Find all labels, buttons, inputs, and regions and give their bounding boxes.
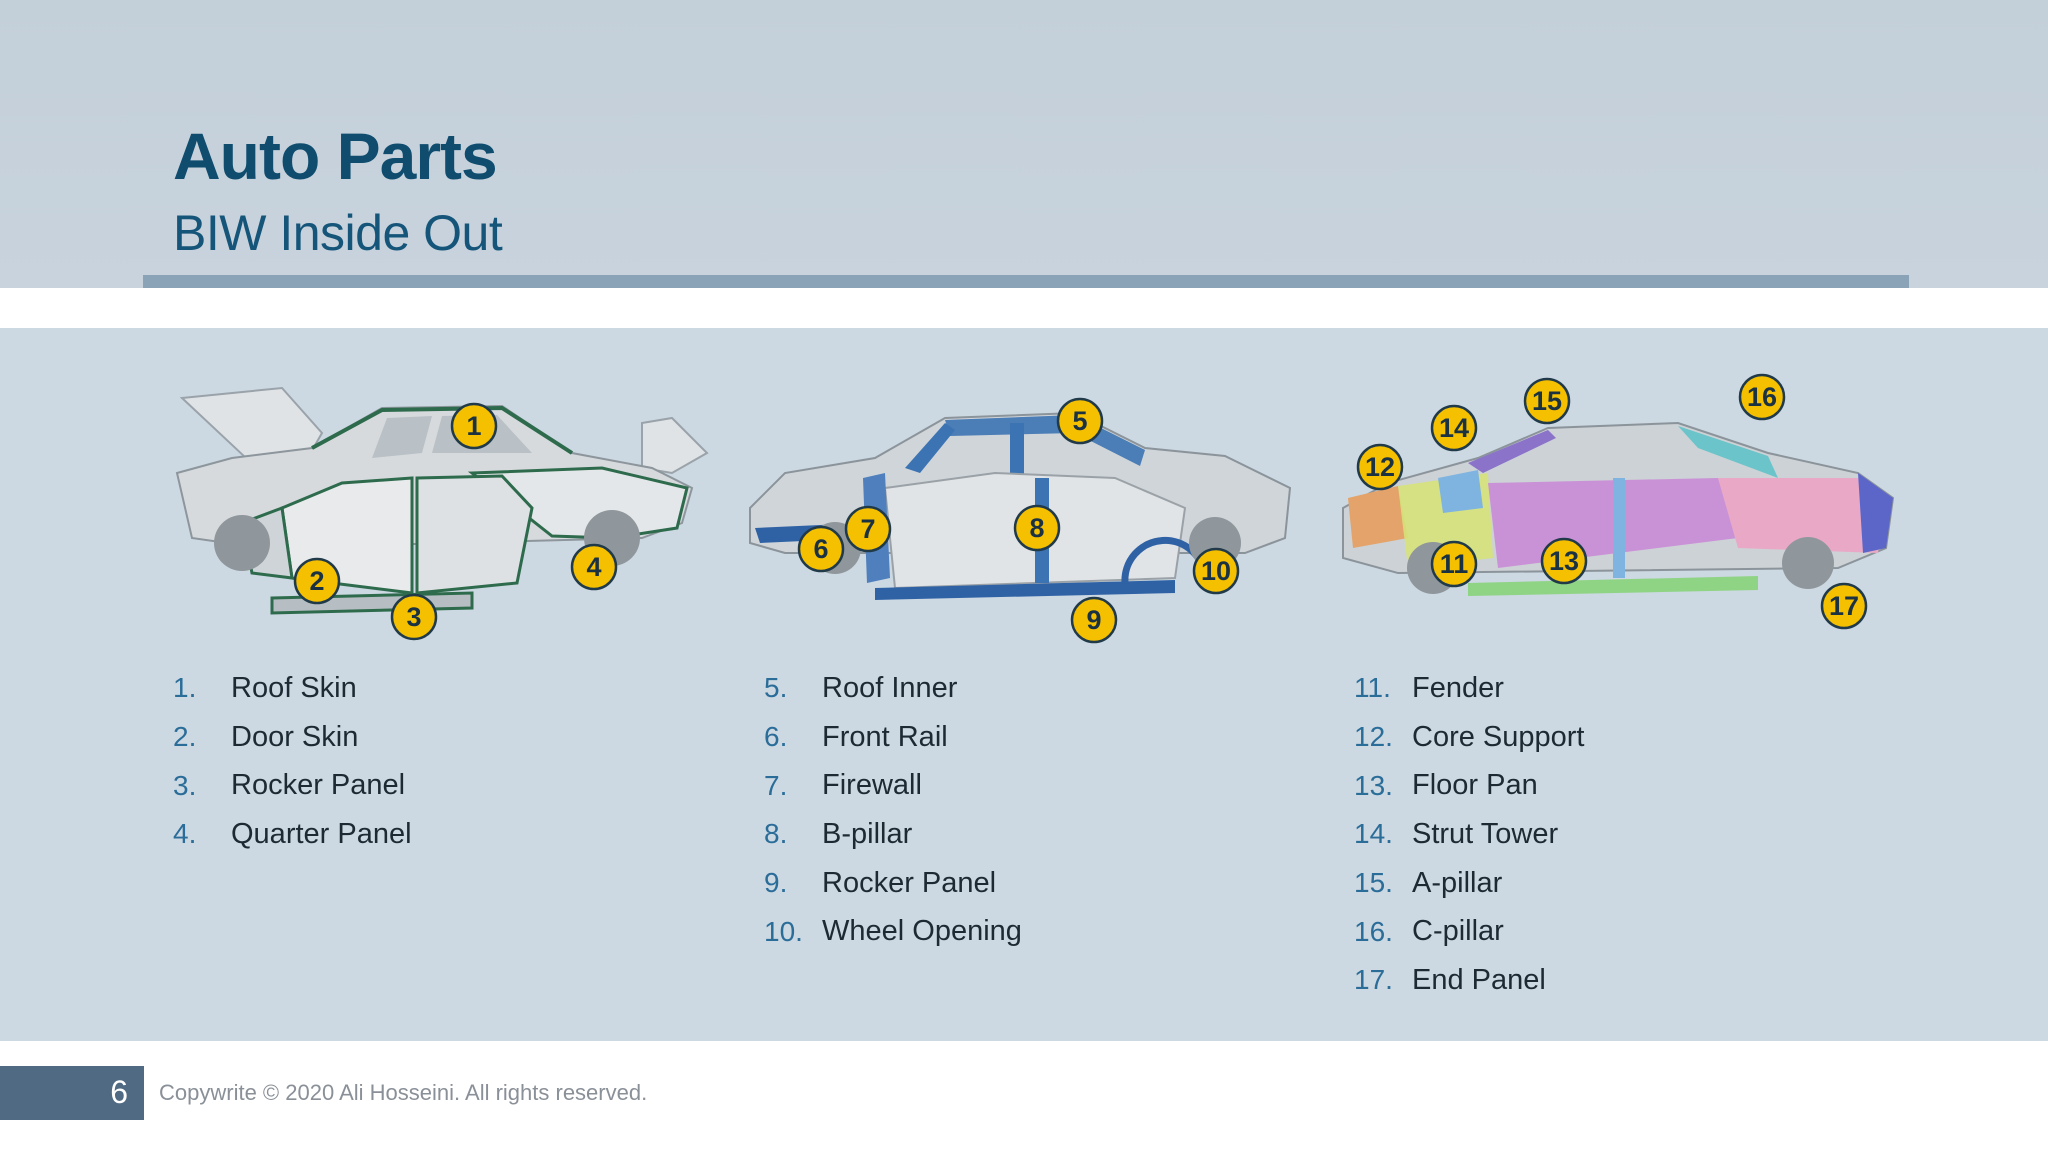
list-item-number: 13. bbox=[1354, 769, 1393, 801]
list-item: 15. A-pillar bbox=[1354, 859, 1585, 908]
list-item: 12. Core Support bbox=[1354, 713, 1585, 762]
list-item: 4. Quarter Panel bbox=[173, 810, 412, 859]
list-item-label: Wheel Opening bbox=[822, 915, 1022, 948]
list-item-label: A-pillar bbox=[1412, 866, 1503, 899]
page-number-box: 6 bbox=[0, 1066, 144, 1120]
car-illustration-biw bbox=[1338, 378, 1898, 648]
list-item-number: 15. bbox=[1354, 867, 1393, 899]
list-item: 8. B-pillar bbox=[764, 810, 1022, 859]
list-item-label: Front Rail bbox=[822, 720, 948, 753]
list-item-number: 2. bbox=[173, 721, 197, 753]
part-list-inner: 5. Roof Inner 6. Front Rail 7. Firewall 8. B-pi… bbox=[764, 664, 1022, 956]
list-item-number: 7. bbox=[764, 769, 788, 801]
list-item-number: 6. bbox=[764, 721, 788, 753]
list-item: 2. Door Skin bbox=[173, 713, 412, 762]
list-item: 7. Firewall bbox=[764, 761, 1022, 810]
car-illustration-skins bbox=[172, 378, 712, 648]
list-item: 3. Rocker Panel bbox=[173, 761, 412, 810]
list-item-label: Roof Inner bbox=[822, 671, 958, 704]
list-item-number: 9. bbox=[764, 867, 788, 899]
part-list-biw: 11. Fender 12. Core Support 13. Floor Pan 14. S… bbox=[1354, 664, 1585, 1005]
list-item-number: 4. bbox=[173, 818, 197, 850]
list-item-label: Fender bbox=[1412, 671, 1504, 704]
list-item-label: Strut Tower bbox=[1412, 817, 1559, 850]
page-subtitle: BIW Inside Out bbox=[173, 205, 503, 261]
part-list-skins: 1. Roof Skin 2. Door Skin 3. Rocker Panel 4. Qu… bbox=[173, 664, 412, 859]
list-item-label: C-pillar bbox=[1412, 915, 1504, 948]
list-item: 11. Fender bbox=[1354, 664, 1585, 713]
list-item: 16. C-pillar bbox=[1354, 907, 1585, 956]
list-item-number: 3. bbox=[173, 769, 197, 801]
list-item-number: 1. bbox=[173, 672, 197, 704]
list-item: 1. Roof Skin bbox=[173, 664, 412, 713]
list-item-label: B-pillar bbox=[822, 817, 913, 850]
list-item: 13. Floor Pan bbox=[1354, 761, 1585, 810]
list-item-number: 16. bbox=[1354, 915, 1393, 947]
car-biw-svg bbox=[1342, 421, 1895, 596]
list-item-number: 11. bbox=[1354, 672, 1391, 704]
car-inner-svg bbox=[749, 411, 1292, 600]
list-item-label: End Panel bbox=[1412, 963, 1546, 996]
list-item-label: Quarter Panel bbox=[231, 817, 412, 850]
list-item-number: 5. bbox=[764, 672, 788, 704]
header-gap bbox=[0, 288, 2048, 328]
list-item: 5. Roof Inner bbox=[764, 664, 1022, 713]
list-item-label: Core Support bbox=[1412, 720, 1585, 753]
car-skins-svg bbox=[175, 386, 709, 615]
list-item-number: 12. bbox=[1354, 721, 1393, 753]
page-number: 6 bbox=[110, 1074, 128, 1110]
list-item: 17. End Panel bbox=[1354, 956, 1585, 1005]
list-item-label: Door Skin bbox=[231, 720, 359, 753]
list-item-number: 8. bbox=[764, 818, 788, 850]
header-rule bbox=[143, 275, 1909, 288]
list-item-number: 17. bbox=[1354, 964, 1393, 996]
list-item-label: Floor Pan bbox=[1412, 769, 1538, 802]
list-item: 6. Front Rail bbox=[764, 713, 1022, 762]
page-title: Auto Parts bbox=[173, 119, 498, 193]
header-band: Auto Parts BIW Inside Out bbox=[0, 0, 2048, 288]
list-item-label: Roof Skin bbox=[231, 671, 357, 704]
list-item: 10. Wheel Opening bbox=[764, 907, 1022, 956]
list-item: 14. Strut Tower bbox=[1354, 810, 1585, 859]
list-item-label: Firewall bbox=[822, 769, 922, 802]
list-item-label: Rocker Panel bbox=[231, 769, 406, 802]
car-illustration-inner bbox=[745, 378, 1305, 648]
copyright-text: Copywrite © 2020 Ali Hosseini. All right… bbox=[159, 1080, 648, 1105]
list-item-number: 14. bbox=[1354, 818, 1393, 850]
list-item-number: 10. bbox=[764, 915, 803, 947]
list-item-label: Rocker Panel bbox=[822, 866, 997, 899]
list-item: 9. Rocker Panel bbox=[764, 859, 1022, 908]
